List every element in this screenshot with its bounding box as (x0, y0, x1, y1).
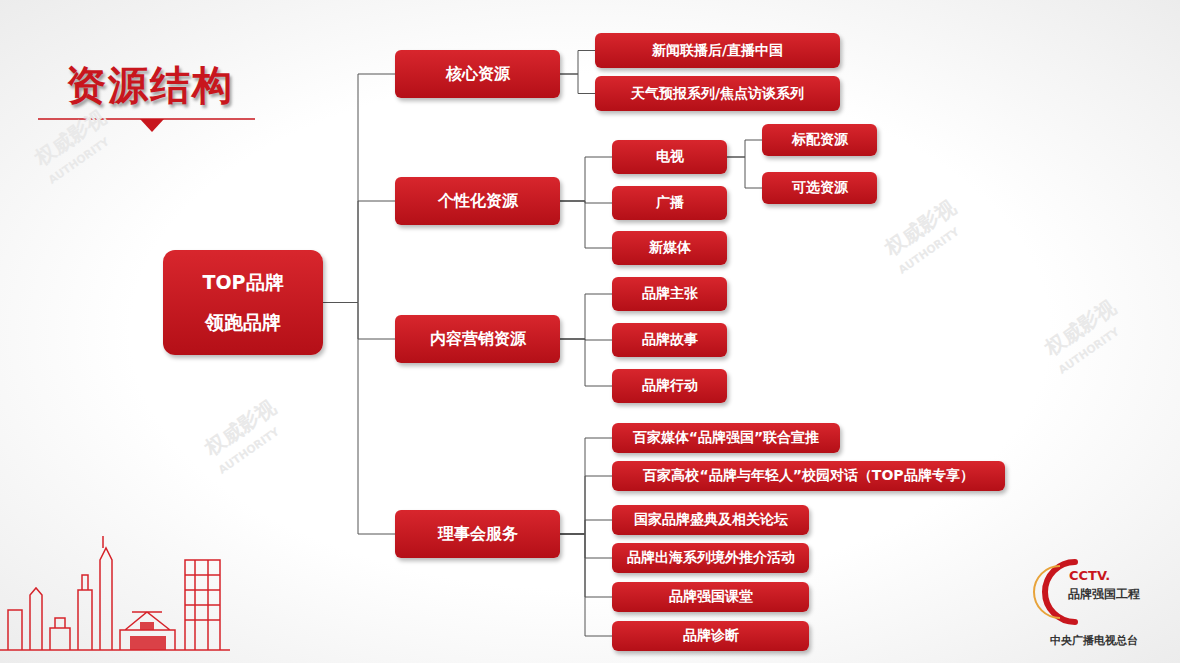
title-pointer (140, 119, 164, 132)
resource-box: 个性化资源 (395, 177, 560, 225)
node-text: 品牌行动 (642, 377, 698, 395)
node-text: 标配资源 (792, 131, 848, 149)
tree-connector (560, 51, 595, 75)
resource-box: 百家媒体“品牌强国”联合宣推 (612, 423, 840, 453)
resource-box: 电视 (612, 140, 727, 174)
resource-box: 天气预报系列/焦点访谈系列 (595, 76, 840, 111)
node-text: 广播 (656, 194, 684, 212)
tree-connector (560, 534, 612, 597)
tree-connector (560, 534, 612, 636)
page-title: 资源结构 (66, 58, 234, 113)
tree-connector (727, 157, 762, 188)
tree-connector (323, 303, 395, 535)
resource-box: 百家高校“品牌与年轻人”校园对话（TOP品牌专享） (612, 461, 1005, 491)
resource-box: 核心资源 (395, 50, 560, 98)
tree-connector (560, 157, 612, 201)
node-text: 个性化资源 (438, 191, 518, 212)
node-text: 品牌强国课堂 (669, 588, 753, 606)
node-text: 电视 (656, 148, 684, 166)
tree-connector (560, 201, 612, 248)
logo-text: 中央广播电视总台 (1050, 633, 1138, 648)
resource-box: 广播 (612, 186, 727, 220)
resource-box: 内容营销资源 (395, 315, 560, 363)
resource-box: 品牌故事 (612, 323, 727, 357)
tree-connector (560, 438, 612, 534)
node-text: 品牌故事 (642, 331, 698, 349)
node-text: 新媒体 (649, 239, 691, 257)
node-text: 品牌诊断 (683, 627, 739, 645)
node-text: TOP品牌 (202, 270, 283, 296)
resource-box: 品牌行动 (612, 369, 727, 403)
skyline-illustration (0, 536, 230, 650)
resource-box: 标配资源 (762, 124, 877, 156)
node-text: 可选资源 (792, 179, 848, 197)
logo-text: CCTV. (1069, 568, 1110, 583)
resource-box: 品牌强国课堂 (612, 582, 809, 612)
resource-box: 品牌出海系列境外推介活动 (612, 543, 809, 573)
resource-box: 新闻联播后/直播中国 (595, 33, 840, 68)
resource-box: 品牌主张 (612, 277, 727, 311)
skyline-fill (130, 622, 166, 650)
resource-box: 国家品牌盛典及相关论坛 (612, 505, 809, 535)
node-text: 核心资源 (446, 64, 510, 85)
node-text: 新闻联播后/直播中国 (652, 42, 783, 60)
node-text: 领跑品牌 (205, 310, 281, 336)
tree-connector (323, 303, 395, 340)
tree-connector (560, 339, 612, 386)
tree-connector (323, 201, 395, 303)
node-text: 国家品牌盛典及相关论坛 (634, 511, 788, 529)
tree-connector (560, 74, 595, 94)
node-text: 品牌主张 (642, 285, 698, 303)
node-text: 品牌出海系列境外推介活动 (627, 549, 795, 567)
resource-box: 可选资源 (762, 172, 877, 204)
node-text: 百家高校“品牌与年轻人”校园对话（TOP品牌专享） (643, 467, 973, 485)
logo-text: 品牌强国工程 (1068, 586, 1140, 603)
node-text: 内容营销资源 (430, 329, 526, 350)
resource-box: 新媒体 (612, 231, 727, 265)
node-text: 百家媒体“品牌强国”联合宣推 (633, 429, 819, 447)
root-box: TOP品牌领跑品牌 (163, 250, 323, 355)
node-text: 天气预报系列/焦点访谈系列 (631, 85, 804, 103)
resource-box: 品牌诊断 (612, 621, 809, 651)
node-text: 理事会服务 (438, 524, 518, 545)
logo-arc-inner (1034, 566, 1060, 618)
tree-connector (727, 140, 762, 157)
tree-connector (323, 74, 395, 303)
resource-box: 理事会服务 (395, 510, 560, 558)
tree-connector (560, 476, 612, 534)
tree-connector (560, 520, 612, 534)
tree-connector (560, 294, 612, 339)
tree-connector (560, 534, 612, 558)
